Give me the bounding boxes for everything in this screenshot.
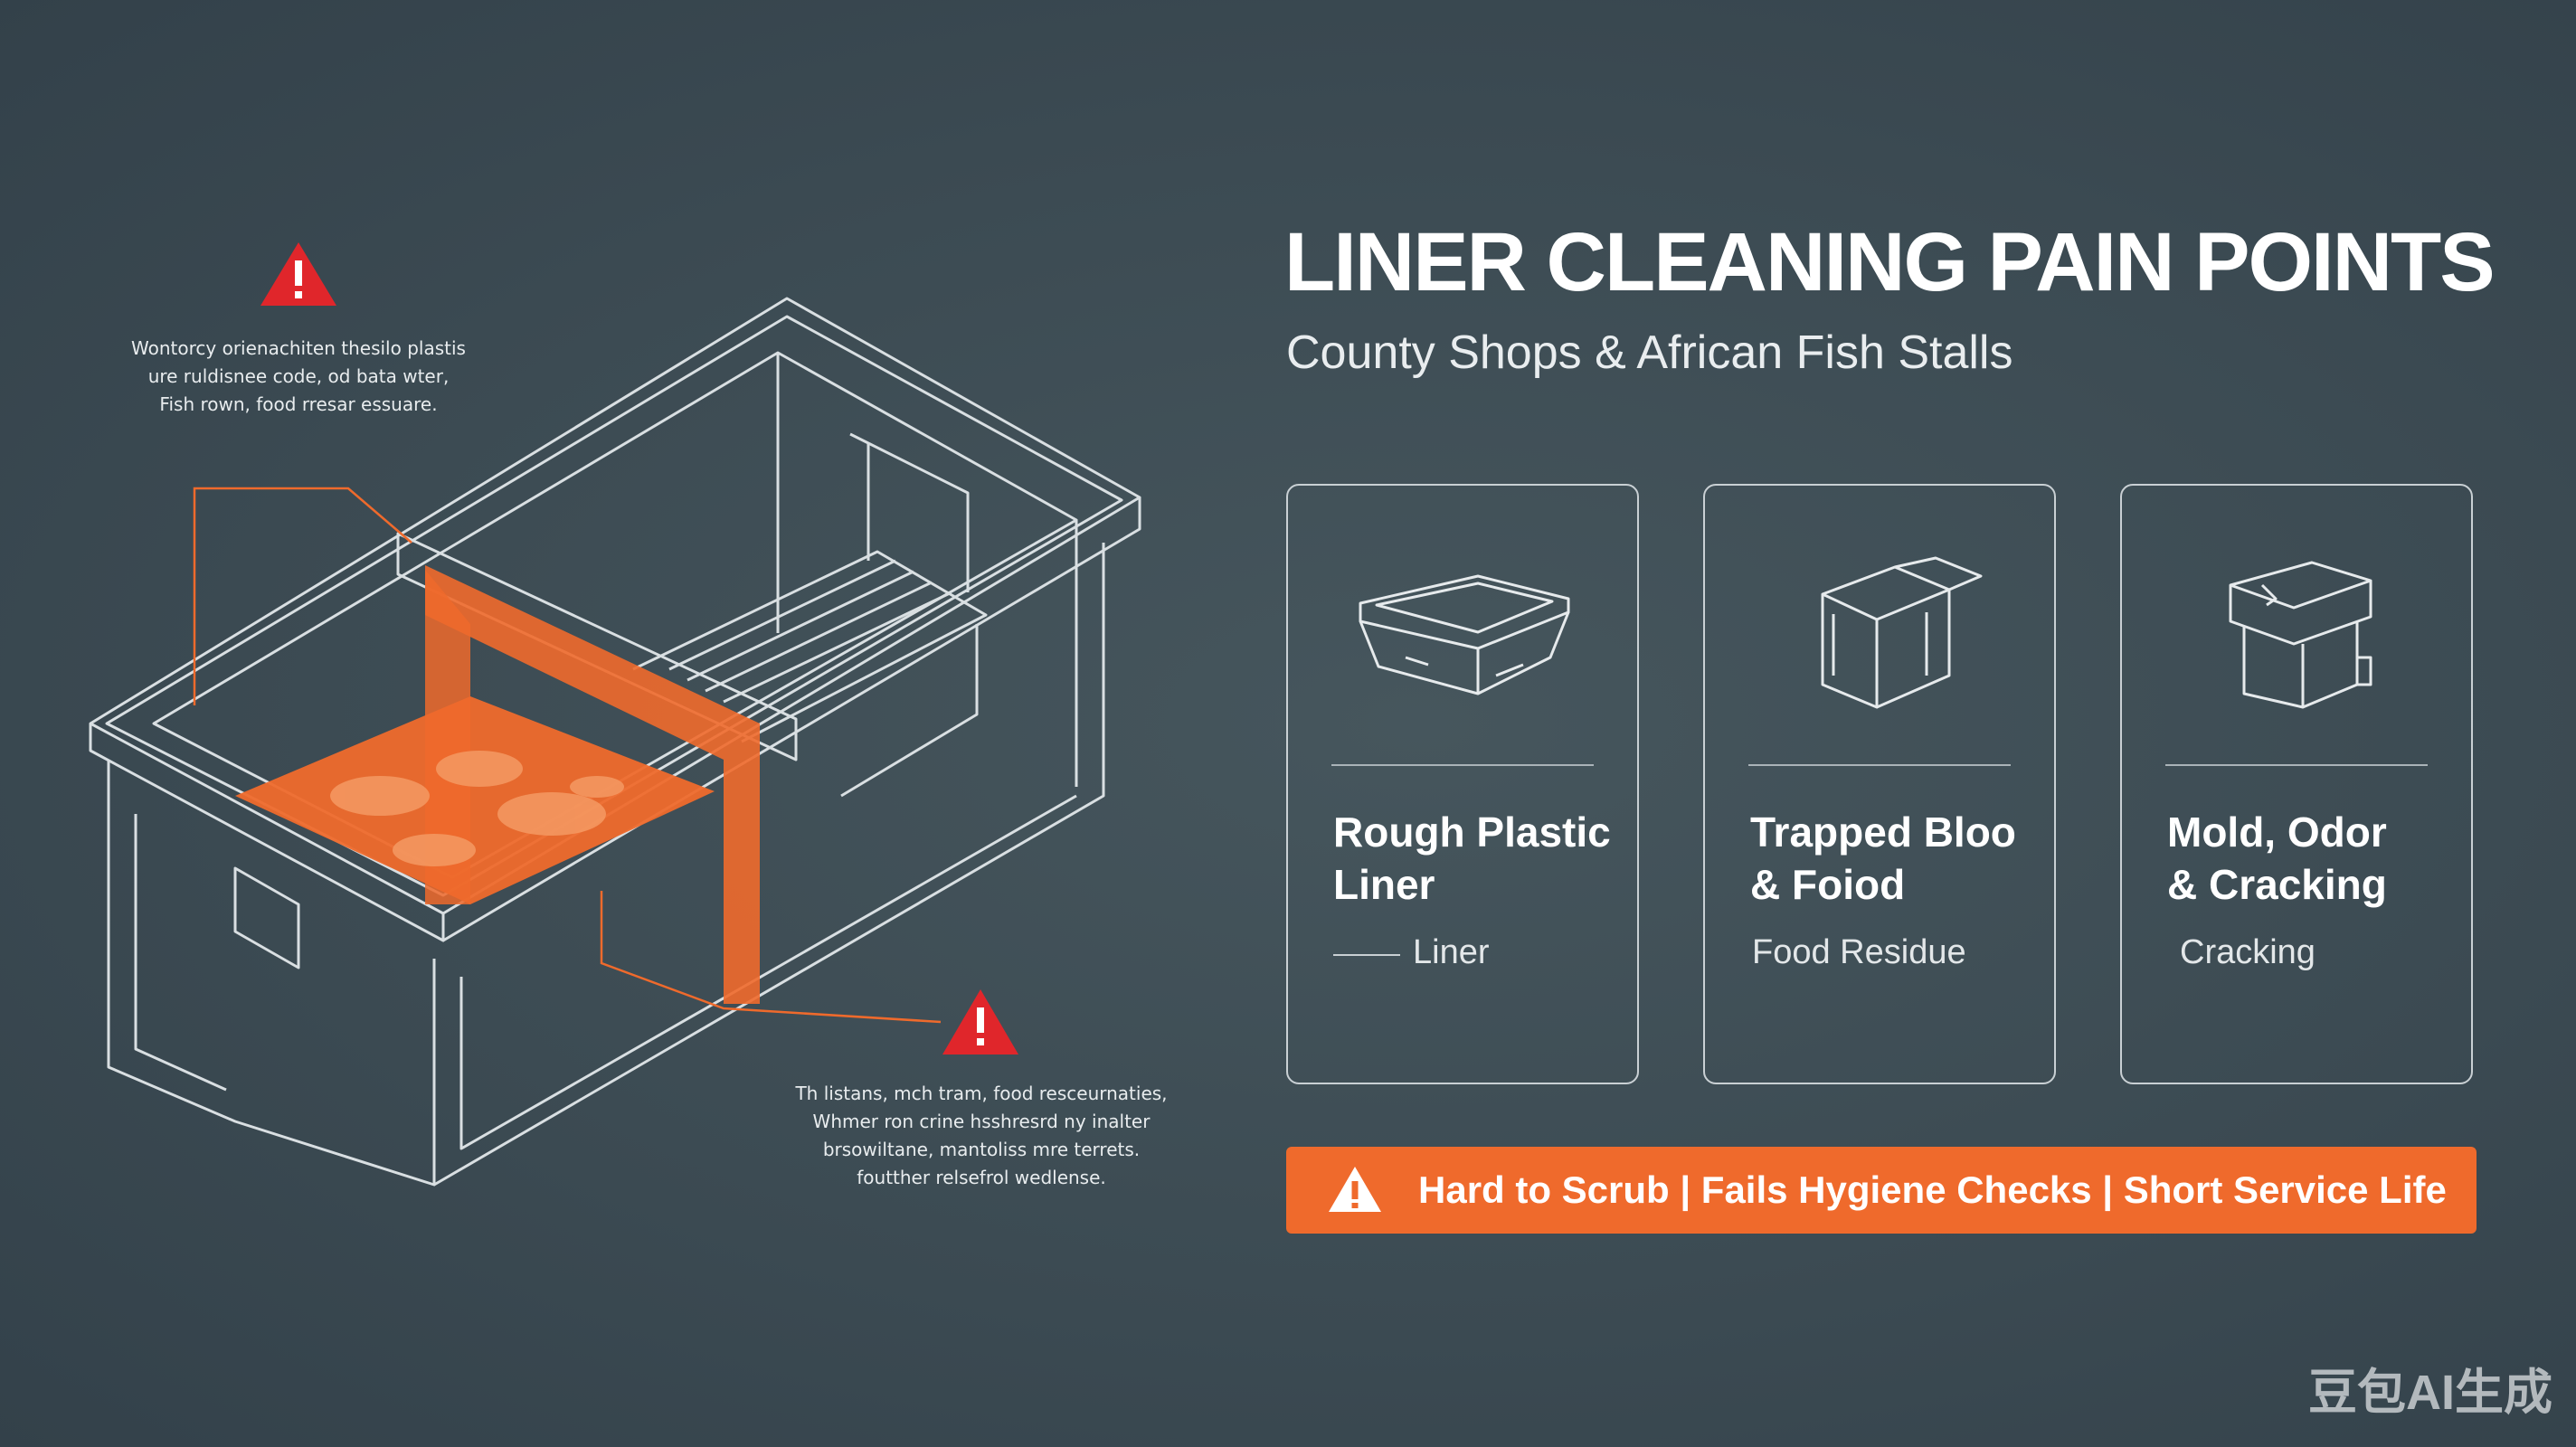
card-dash	[1333, 954, 1400, 956]
card-subtitle: Food Residue	[1752, 933, 1966, 971]
warning-triangle-icon	[942, 989, 1018, 1055]
page-title: LINER CLEANING PAIN POINTS	[1284, 216, 2496, 308]
card-title: Mold, Odor & Cracking	[2167, 809, 2387, 908]
banner-text: Hard to Scrub | Fails Hygiene Checks | S…	[1418, 1168, 2447, 1211]
callout-note-bottom: Th listans, mch tram, food resceurnaties…	[795, 1083, 1168, 1188]
card-divider	[1331, 764, 1594, 766]
pain-point-card-food: Trapped Bloo & Foiod Food Residue	[1703, 484, 2056, 1084]
card-title: Rough Plastic Liner	[1333, 809, 1611, 908]
callout-note-top: Wontorcy orienachiten thesilo plastis ur…	[131, 337, 466, 415]
card-divider	[1748, 764, 2011, 766]
card-divider	[2165, 764, 2428, 766]
warning-triangle-icon	[260, 242, 336, 306]
watermark: 豆包AI生成	[2308, 1366, 2552, 1420]
page-subtitle: County Shops & African Fish Stalls	[1286, 326, 2013, 379]
box-flap-icon	[1821, 556, 1983, 709]
card-subtitle: Cracking	[2180, 933, 2316, 971]
pain-point-card-liner: Rough Plastic Liner Liner	[1286, 484, 1639, 1084]
card-subtitle: Liner	[1413, 933, 1490, 971]
open-tray-icon	[1359, 574, 1570, 695]
cracked-crate-icon	[2229, 561, 2372, 709]
pain-summary-banner: Hard to Scrub | Fails Hygiene Checks | S…	[1286, 1147, 2477, 1234]
card-title: Trapped Bloo & Foiod	[1750, 809, 2016, 908]
tub-liner-illustration	[89, 242, 1141, 1187]
pain-point-card-mold: Mold, Odor & Cracking Cracking	[2120, 484, 2473, 1084]
warning-icon	[1329, 1167, 1381, 1212]
